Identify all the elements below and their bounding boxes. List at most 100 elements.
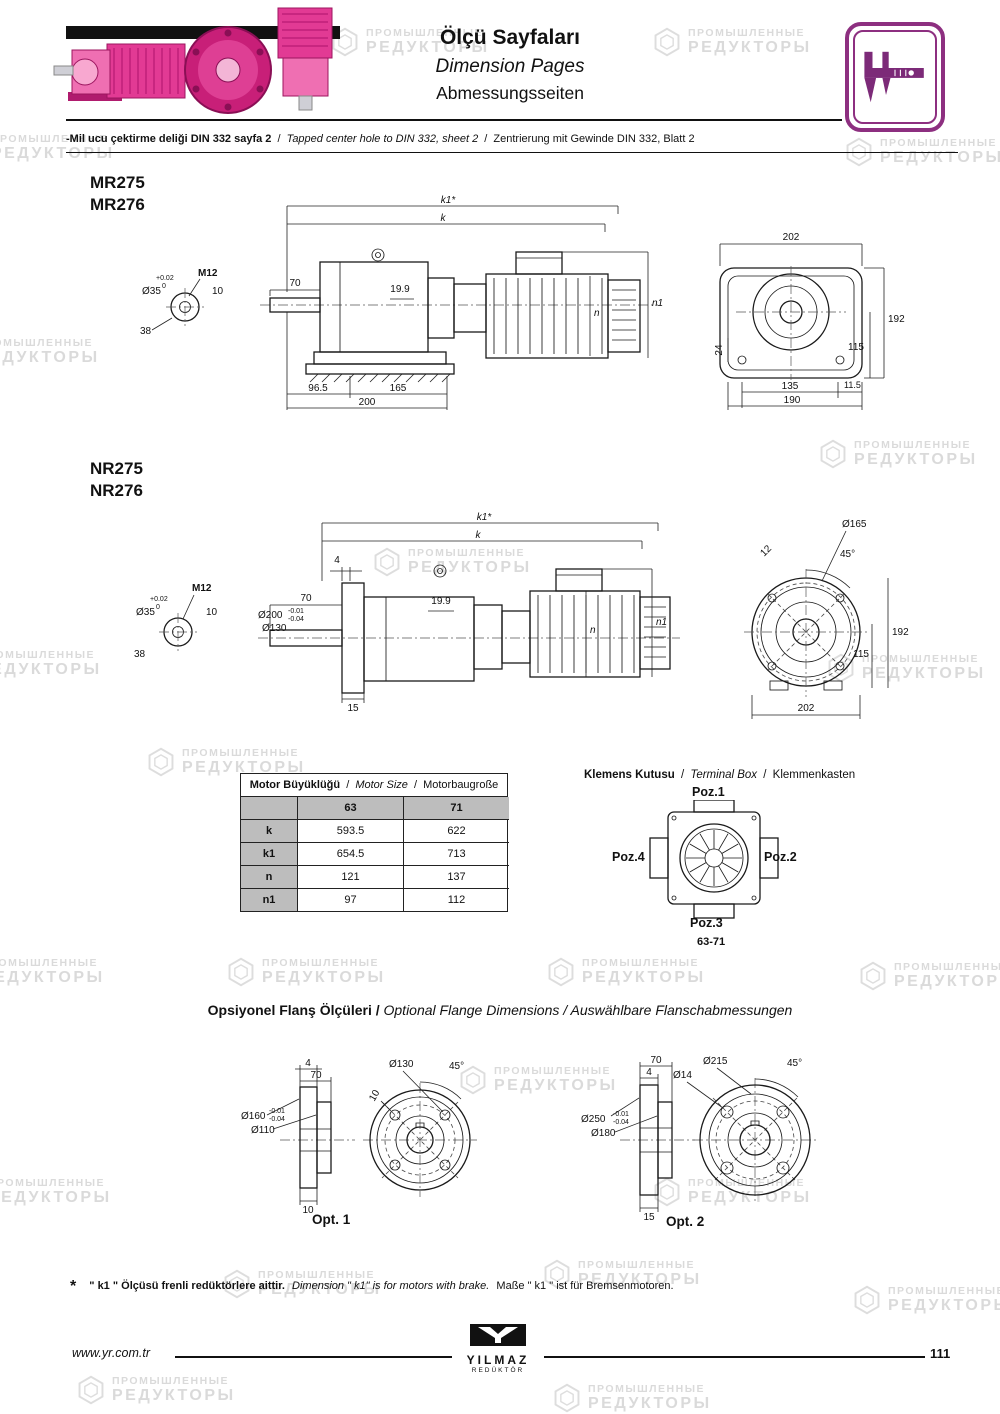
page-number: 111 <box>930 1346 951 1361</box>
dim-label: 200 <box>359 397 376 408</box>
dim-label: 70 <box>310 1070 322 1081</box>
cell-k-71: 622 <box>403 819 509 842</box>
dim-label: n <box>590 625 596 636</box>
brand-name: YILMAZ <box>466 1353 530 1367</box>
cell-n1-71: 112 <box>403 888 509 911</box>
brand-logo-mark <box>470 1324 526 1346</box>
cell-k-63: 593.5 <box>297 819 403 842</box>
cell-n-63: 121 <box>297 865 403 888</box>
dim-label: 19.9 <box>390 284 410 295</box>
title-english: Dimension Pages <box>435 56 585 77</box>
dim-label: -0.04 <box>613 1119 629 1126</box>
dim-label: 15 <box>347 703 359 714</box>
dim-label: 45° <box>840 549 855 560</box>
dim-label: n <box>594 308 600 319</box>
dim-label: 15 <box>643 1212 655 1223</box>
flange-opt2-drawing: 70 4 Ø250 -0.01 -0.04 Ø180 15 <box>555 1050 845 1235</box>
dim-label: k <box>476 530 482 541</box>
nr-drawing: k1* k 4 70 19.9 Ø200 -0.01 -0.04 Ø130 15… <box>128 505 928 755</box>
dim-label: 70 <box>289 278 301 289</box>
flange-opt1-drawing: 4 70 Ø160 -0.01 -0.04 Ø110 10 <box>225 1055 485 1230</box>
dim-label: 12 <box>758 543 774 559</box>
footnote-de: Maße " k1 " ist für Bremsenmotoren. <box>496 1280 674 1292</box>
dim-label: Ø160 <box>241 1111 266 1122</box>
dim-label: 4 <box>305 1058 311 1069</box>
din-note: -Mil ucu çektirme deliği DIN 332 sayfa 2… <box>66 133 695 145</box>
dim-label: k1* <box>441 195 457 206</box>
dim-label: M12 <box>192 583 212 594</box>
dim-label: 165 <box>390 383 407 394</box>
brand-logo: YILMAZ REDÜKTÖR <box>452 1324 544 1374</box>
dim-label: +0.02 <box>150 596 168 603</box>
dim-label: 0 <box>162 283 166 290</box>
dim-label: Ø35 <box>136 607 155 618</box>
dim-label: 11.5 <box>844 380 861 390</box>
dim-label: Ø180 <box>591 1128 616 1139</box>
terminal-title-de: Klemmenkasten <box>772 769 856 781</box>
dim-label: 24 <box>714 344 725 356</box>
footnote-en: Dimension " k1" is for motors with brake… <box>292 1280 490 1292</box>
footer-url[interactable]: www.yr.com.tr <box>72 1346 151 1360</box>
dim-label: Ø35 <box>142 286 161 297</box>
motor-size-table: Motor Büyüklüğü / Motor Size / Motorbaug… <box>240 773 509 912</box>
dim-label: 202 <box>798 703 815 714</box>
dim-label: 115 <box>853 649 869 660</box>
table-title-de: Motorbaugroße <box>423 779 499 791</box>
dim-label: Ø215 <box>703 1056 728 1067</box>
table-title-tr: Motor Büyüklüğü <box>249 779 341 791</box>
footnote-star: * <box>70 1278 77 1295</box>
model-nr276: NR276 <box>90 481 143 501</box>
row-label-n: n <box>241 865 297 888</box>
col-header-63: 63 <box>297 797 403 819</box>
dim-label: 10 <box>367 1088 382 1104</box>
product-photo <box>52 2 344 133</box>
dim-label: 115 <box>848 342 864 353</box>
dim-label: 70 <box>300 593 312 604</box>
dim-label: 10 <box>206 607 218 618</box>
opt2-label: Opt. 2 <box>666 1214 705 1229</box>
col-header-71: 71 <box>403 797 509 819</box>
dim-label: n1 <box>652 298 663 309</box>
terminal-size-range: 63-71 <box>697 936 726 948</box>
table-corner-cell <box>241 797 297 819</box>
footer-rule <box>175 1356 925 1358</box>
row-label-k: k <box>241 819 297 842</box>
dim-label: 45° <box>787 1058 802 1069</box>
terminal-title-tr: Klemens Kutusu <box>584 769 675 781</box>
terminal-pos-3: Poz.3 <box>690 916 723 930</box>
separator: / <box>484 133 488 145</box>
model-mr275: MR275 <box>90 173 145 192</box>
dim-label: 202 <box>783 232 800 243</box>
row-label-n1: n1 <box>241 888 297 911</box>
footnote-tr: " k1 " Ölçüsü frenli redüktörlere aittir… <box>89 1280 285 1292</box>
dim-label: k1* <box>477 512 493 523</box>
footnote: * " k1 " Ölçüsü frenli redüktörlere aitt… <box>70 1278 674 1296</box>
dim-label: 10 <box>302 1205 314 1216</box>
cell-k1-71: 713 <box>403 842 509 865</box>
caliper-icon <box>845 22 945 132</box>
dim-label: k <box>441 213 447 224</box>
mr-drawing: k1* k 70 19.9 n n1 96.5 165 200 <box>128 192 928 437</box>
terminal-title-en: Terminal Box <box>690 769 758 781</box>
dim-label: -0.04 <box>288 616 304 623</box>
terminal-pos-1: Poz.1 <box>692 785 725 799</box>
dim-label: -0.01 <box>613 1111 629 1118</box>
header-rule-top <box>66 119 842 121</box>
motor-size-table-title: Motor Büyüklüğü / Motor Size / Motorbaug… <box>241 774 507 797</box>
brand-subname: REDÜKTÖR <box>471 1367 525 1374</box>
terminal-pos-4: Poz.4 <box>612 850 645 864</box>
dim-label: 70 <box>650 1055 662 1066</box>
dim-label: 38 <box>140 326 152 337</box>
title-german: Abmessungsseiten <box>436 83 584 103</box>
dim-label: 45° <box>449 1061 464 1072</box>
